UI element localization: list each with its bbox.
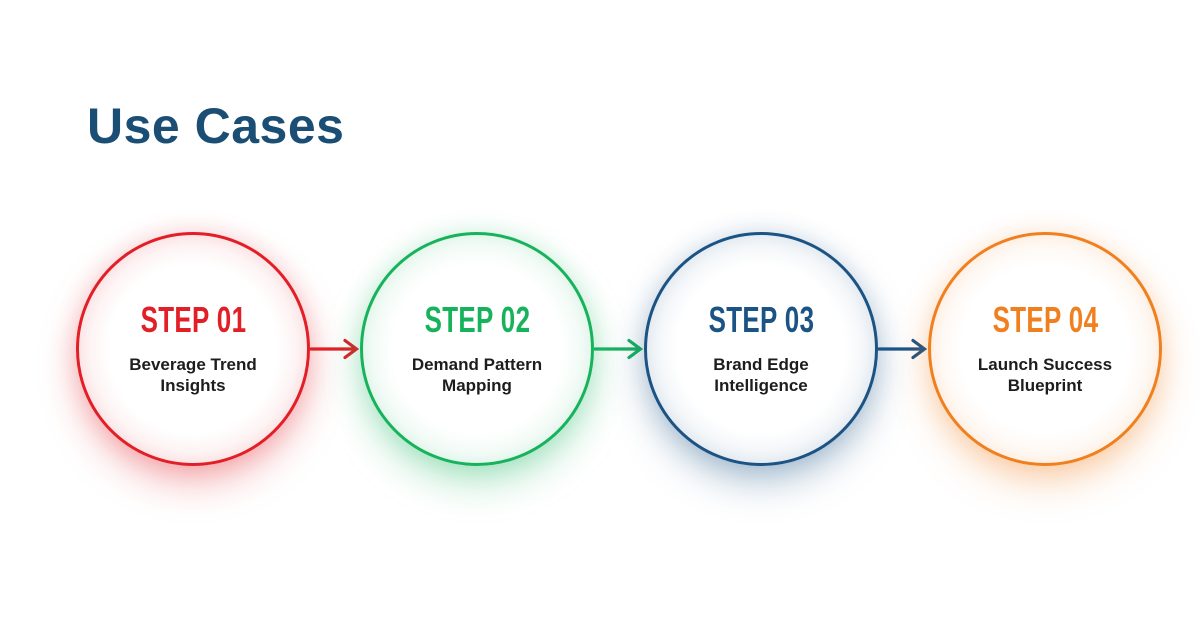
arrow-step3-to-step4 bbox=[878, 336, 928, 362]
step-3-description: Brand Edge Intelligence bbox=[713, 355, 808, 396]
step-4-description-line2: Blueprint bbox=[1007, 375, 1083, 395]
step-3-number: STEP 03 bbox=[708, 298, 814, 340]
steps-diagram: STEP 01 Beverage Trend Insights STEP 02 … bbox=[76, 232, 1162, 466]
arrow-right-icon bbox=[878, 338, 928, 360]
step-1-description-line2: Insights bbox=[160, 375, 226, 395]
step-2-number: STEP 02 bbox=[424, 298, 530, 340]
step-1-description-line1: Beverage Trend bbox=[129, 354, 257, 374]
step-2-description-line1: Demand Pattern bbox=[411, 354, 543, 374]
step-4-description: Launch Success Blueprint bbox=[978, 355, 1112, 396]
step-1-description: Beverage Trend Insights bbox=[129, 355, 257, 396]
arrow-right-icon bbox=[594, 338, 644, 360]
step-circle-2: STEP 02 Demand Pattern Mapping bbox=[360, 232, 594, 466]
step-circle-4: STEP 04 Launch Success Blueprint bbox=[928, 232, 1162, 466]
step-3-description-line1: Brand Edge bbox=[713, 354, 809, 374]
step-4-number: STEP 04 bbox=[992, 298, 1098, 340]
step-4-description-line1: Launch Success bbox=[977, 354, 1113, 374]
step-circle-3: STEP 03 Brand Edge Intelligence bbox=[644, 232, 878, 466]
page-title: Use Cases bbox=[87, 98, 345, 154]
step-circle-1: STEP 01 Beverage Trend Insights bbox=[76, 232, 310, 466]
arrow-step2-to-step3 bbox=[594, 336, 644, 362]
step-2-description-line2: Mapping bbox=[442, 375, 512, 395]
step-3-description-line2: Intelligence bbox=[714, 375, 808, 395]
arrow-step1-to-step2 bbox=[310, 336, 360, 362]
arrow-right-icon bbox=[310, 338, 360, 360]
step-2-description: Demand Pattern Mapping bbox=[412, 355, 542, 396]
step-1-number: STEP 01 bbox=[140, 298, 246, 340]
